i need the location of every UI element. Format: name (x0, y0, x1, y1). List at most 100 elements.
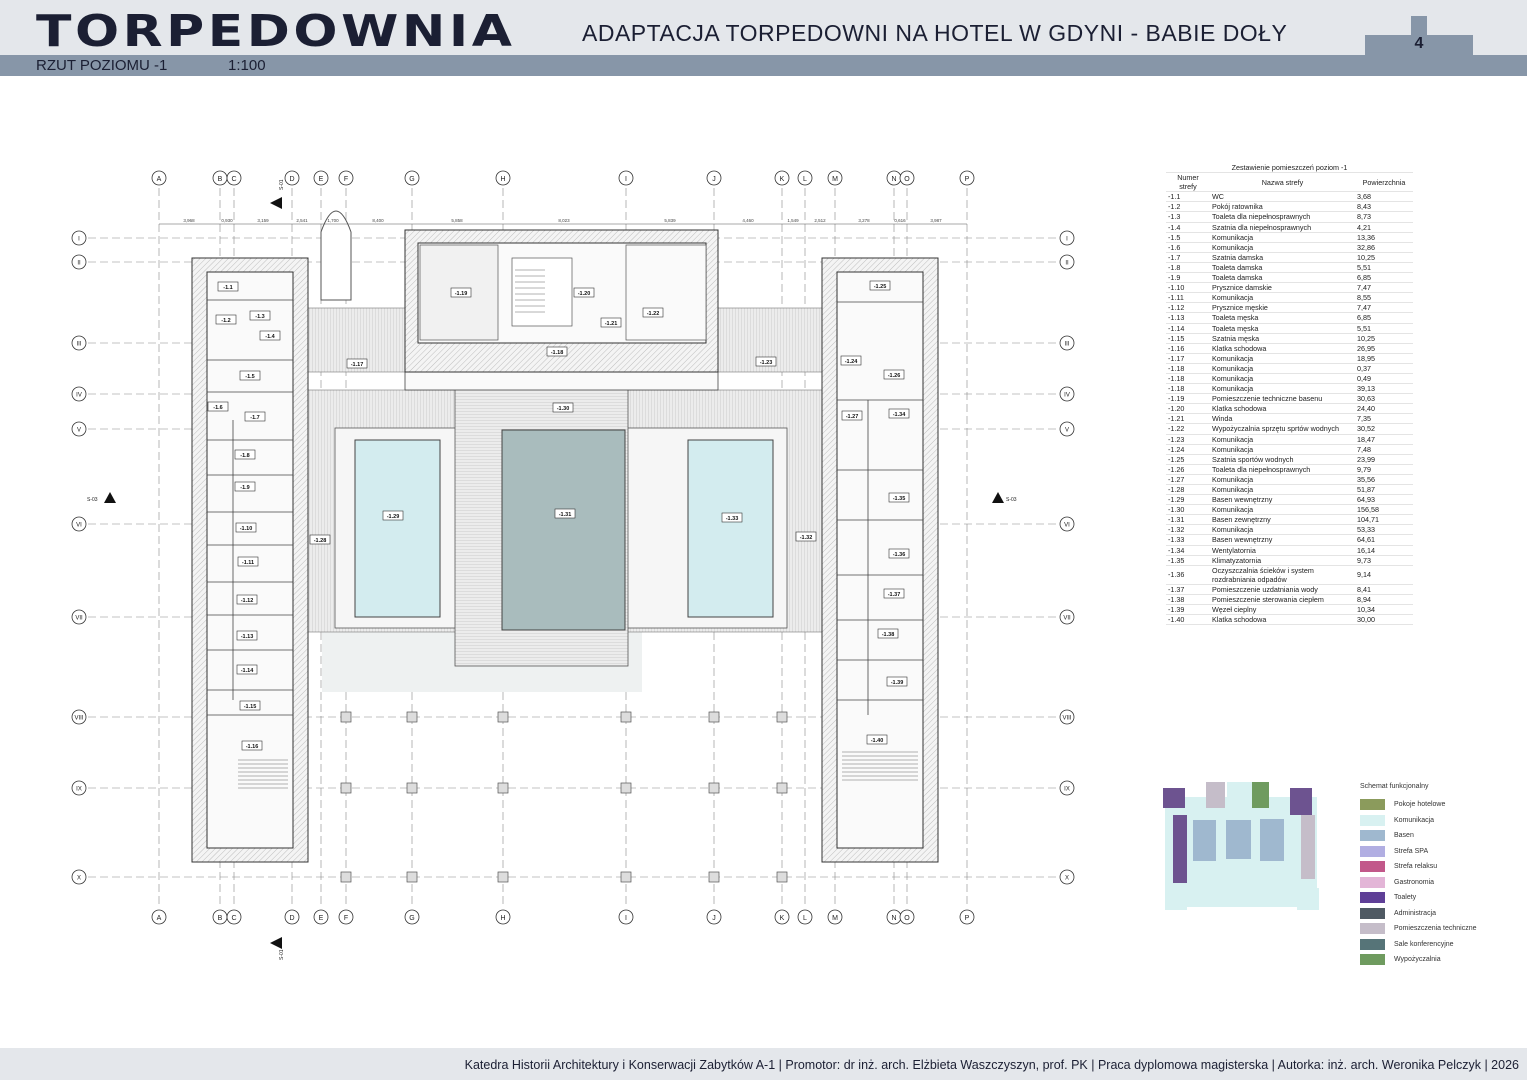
room-area: 10,25 (1355, 333, 1413, 344)
axis-label-column: O (904, 915, 910, 922)
room-number: -1.35 (1166, 555, 1210, 566)
room-area: 7,47 (1355, 302, 1413, 314)
room-schedule-table: Zestawienie pomieszczeń poziom -1 Numer … (1166, 163, 1413, 626)
axis-label-column: A (157, 176, 162, 183)
room-number: -1.16 (1166, 343, 1210, 354)
room-number: -1.22 (1166, 423, 1210, 435)
room-name: Prysznice męskie (1210, 302, 1355, 314)
pool-1-33 (687, 439, 774, 618)
axis-bubble (313, 170, 329, 186)
axis-bubble (71, 386, 87, 402)
room-name: Komunikacja (1210, 353, 1355, 364)
page-tab (1365, 35, 1473, 57)
page-tab-notch (1411, 16, 1427, 36)
legend-swatch (1360, 861, 1385, 873)
room-label: -1.6 (213, 405, 222, 411)
legend-swatch (1360, 814, 1385, 826)
room-label: -1.27 (846, 414, 859, 420)
room-number: -1.23 (1166, 434, 1210, 445)
room-area: 64,61 (1355, 534, 1413, 546)
axis-label-row: VII (1063, 616, 1071, 622)
dimension-label: 1,700 (327, 218, 339, 223)
axis-bubble (226, 170, 242, 186)
room-tag (241, 740, 263, 751)
axis-bubble (71, 335, 87, 351)
functional-schema (1163, 782, 1319, 910)
room-area: 9,73 (1355, 555, 1413, 566)
legend-label: Komunikacja (1394, 816, 1435, 824)
room-name: Basen wewnętrzny (1210, 534, 1355, 546)
dimension-label: 8,023 (558, 218, 570, 223)
room-label: -1.11 (242, 560, 254, 566)
axis-label-row: IV (76, 393, 82, 399)
axis-bubble (797, 170, 813, 186)
room-tag (888, 408, 910, 419)
room-tag (888, 492, 910, 503)
axis-label-row: VIII (1062, 716, 1071, 722)
room-area: 7,48 (1355, 444, 1413, 455)
room-area: 7,47 (1355, 282, 1413, 294)
axis-bubble (71, 709, 87, 725)
axis-bubble (1059, 386, 1075, 402)
room-label: -1.28 (314, 538, 327, 544)
room-number: -1.6 (1166, 242, 1210, 253)
room-area: 8,41 (1355, 584, 1413, 596)
footer-credits: Katedra Historii Architektury i Konserwa… (464, 1058, 1519, 1072)
axis-label-column: D (289, 176, 294, 183)
axis-bubble (71, 230, 87, 246)
axis-label-column: F (344, 176, 348, 183)
room-name: Komunikacja (1210, 373, 1355, 385)
schema-toilets (1173, 815, 1187, 883)
header-bar (0, 0, 1527, 55)
room-tag (249, 310, 271, 321)
dimension-label: 4,460 (742, 218, 754, 223)
legend-swatch (1360, 845, 1385, 857)
room-area: 5,51 (1355, 323, 1413, 334)
legend-swatch (1360, 799, 1385, 811)
room-name: Toaleta męska (1210, 323, 1355, 334)
room-tag (244, 411, 266, 422)
room-label: -1.34 (893, 412, 906, 418)
room-area: 6,85 (1355, 312, 1413, 324)
axis-label-column: I (625, 915, 627, 922)
room-number: -1.13 (1166, 312, 1210, 324)
room-tag (883, 369, 905, 380)
axis-label-column: C (231, 915, 236, 922)
room-name: Toaleta dla niepełnosprawnych (1210, 211, 1355, 223)
room-area: 8,55 (1355, 292, 1413, 304)
room-number: -1.17 (1166, 353, 1210, 364)
axis-label-column: E (319, 176, 324, 183)
axis-label-column: L (803, 915, 807, 922)
room-label: -1.22 (647, 311, 660, 317)
room-name: Wypożyczalnia sprzętu sprtów wodnych (1210, 423, 1355, 435)
project-title: TORPEDOWNIA (36, 6, 516, 57)
table-title: Zestawienie pomieszczeń poziom -1 (1166, 163, 1413, 174)
room-number: -1.19 (1166, 393, 1210, 405)
room-label: -1.13 (241, 634, 254, 640)
room-tag (795, 531, 817, 542)
legend-swatch (1360, 830, 1385, 842)
axis-label-column: E (319, 915, 324, 922)
structural-column (406, 871, 418, 883)
section-label: S-01 (279, 949, 285, 960)
room-number: -1.39 (1166, 604, 1210, 616)
col-header-area: Powierzchnia (1355, 172, 1413, 193)
room-name: Komunikacja (1210, 292, 1355, 304)
room-label: -1.5 (245, 374, 254, 380)
room-area: 64,93 (1355, 494, 1413, 506)
legend-swatch (1360, 892, 1385, 904)
axis-label-column: P (965, 176, 970, 183)
room-area: 30,52 (1355, 423, 1413, 435)
axis-label-column: G (409, 915, 414, 922)
dimension-label: 2,512 (814, 218, 826, 223)
room-name: Basen zewnętrzny (1210, 514, 1355, 526)
room-label: -1.38 (882, 632, 895, 638)
room-tag (721, 512, 743, 523)
